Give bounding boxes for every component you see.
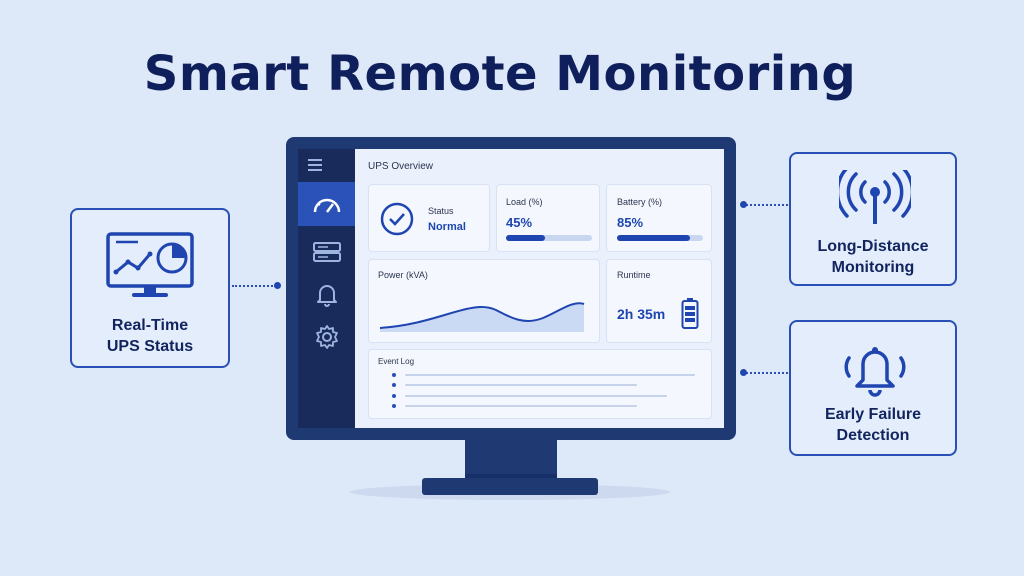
event-log-label: Event Log [378,357,415,366]
battery-value: 85% [617,215,644,230]
dashboard-header: UPS Overview [368,161,434,172]
battery-bar [617,235,703,241]
status-value: Normal [428,221,466,233]
load-value: 45% [506,215,533,230]
feature-label-line2: Detection [836,427,910,444]
feature-label-line1: Early Failure [824,406,922,423]
bell-icon [317,285,337,307]
monitor-chart-icon [106,232,194,297]
runtime-label: Runtime [617,270,651,280]
event-log-panel: Event Log [368,349,712,419]
feature-label-line2: UPS Status [106,338,194,355]
battery-bar-fill [617,235,691,241]
status-panel: Status Normal [368,184,490,252]
connector-top-right [746,204,788,206]
sidebar-item-alerts[interactable] [298,272,355,316]
load-bar-fill [506,235,545,241]
gear-icon [316,325,338,349]
connector-end [740,369,747,376]
connector-bottom-right [746,372,788,374]
feature-card-long-distance: Long-Distance Monitoring [789,152,957,286]
connector-end [274,282,281,289]
power-label: Power (kVA) [378,270,428,280]
log-bullet [392,373,396,377]
page-title: Smart Remote Monitoring [143,46,857,102]
dashboard-screen: UPS Overview Status Normal Load (%) 45% … [298,149,724,428]
power-panel: Power (kVA) [368,259,600,343]
feature-label-line1: Real-Time [111,317,189,334]
runtime-value: 2h 35m [617,306,666,322]
battery-panel: Battery (%) 85% [606,184,712,252]
connector-left [232,285,276,287]
monitor-stand-neck [465,440,557,480]
log-entry [405,384,637,386]
log-entry [405,405,637,407]
sidebar-item-gauge[interactable] [298,182,355,226]
log-entry [405,374,695,376]
gauge-icon [313,198,341,213]
log-bullet [392,383,396,387]
connector-end [740,201,747,208]
dashboard-sidebar [298,149,355,428]
log-bullet [392,394,396,398]
monitor: UPS Overview Status Normal Load (%) 45% … [286,137,736,440]
sidebar-item-server[interactable] [298,228,355,272]
runtime-panel: Runtime 2h 35m [606,259,712,343]
feature-label-line1: Long-Distance [817,238,929,255]
server-icon [313,242,341,262]
power-trend-sparkline [379,302,585,332]
log-entry [405,395,667,397]
check-circle-icon [380,202,414,236]
sidebar-item-settings[interactable] [298,316,355,360]
battery-icon [681,298,699,329]
hamburger-icon [308,159,322,171]
antenna-signal-icon [839,170,911,224]
feature-label-line2: Monitoring [831,259,915,276]
feature-card-realtime-status: Real-Time UPS Status [70,208,230,368]
sidebar-item-menu[interactable] [298,149,355,193]
battery-label: Battery (%) [617,197,663,207]
load-bar [506,235,592,241]
status-label: Status [428,206,454,216]
bell-alert-icon [844,347,906,397]
load-panel: Load (%) 45% [496,184,600,252]
log-bullet [392,404,396,408]
monitor-stand-base [422,478,598,495]
load-label: Load (%) [506,197,543,207]
feature-card-early-failure: Early Failure Detection [789,320,957,456]
